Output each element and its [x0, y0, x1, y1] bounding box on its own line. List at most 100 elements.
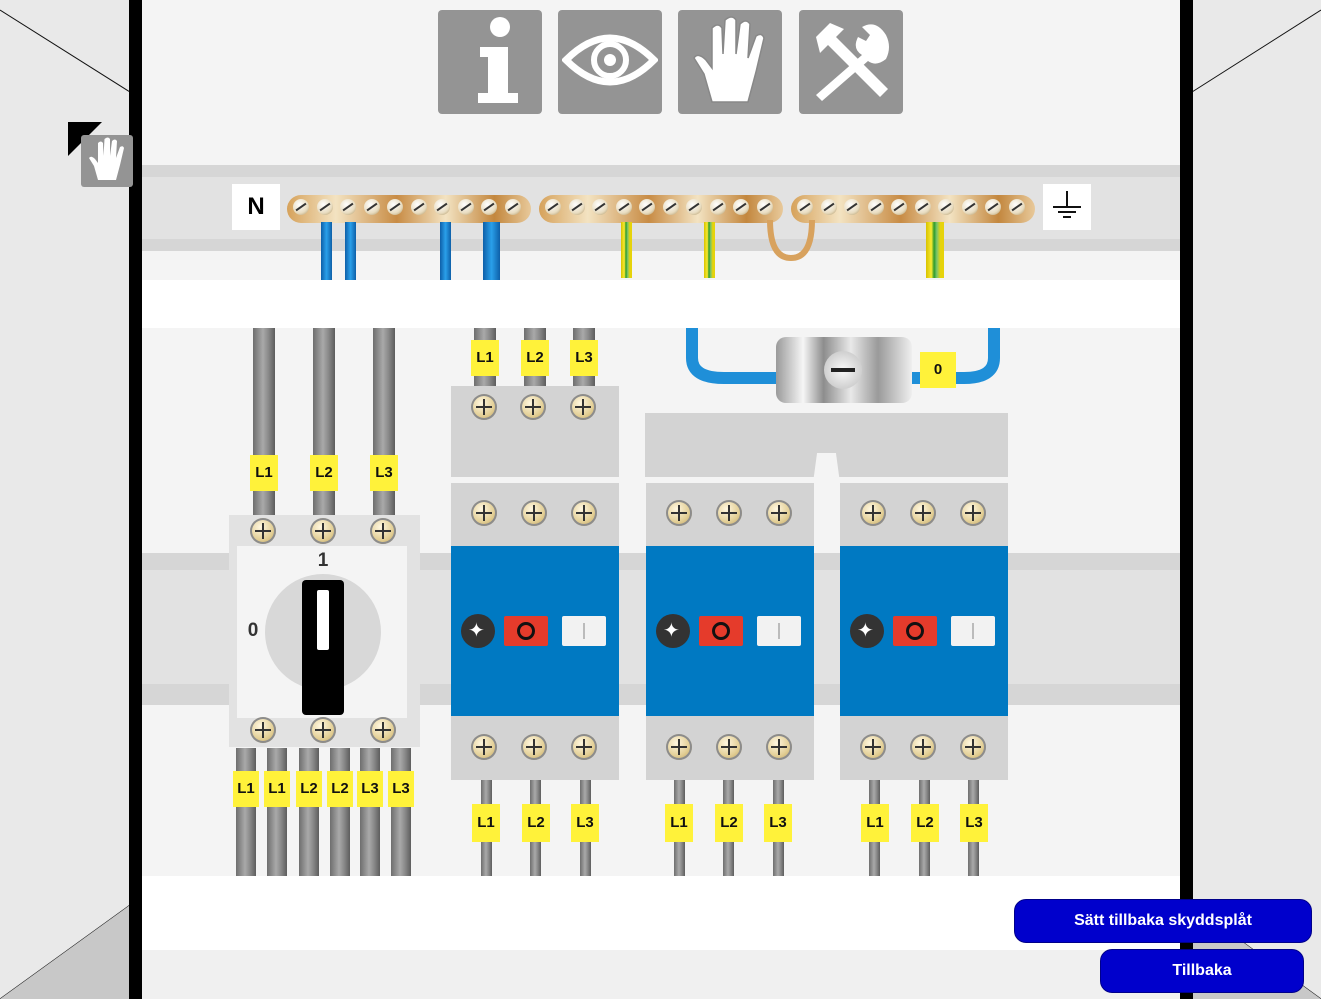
wire-label: L3: [357, 771, 383, 807]
terminal-screw[interactable]: [520, 394, 546, 420]
ground-wire[interactable]: [926, 222, 944, 278]
busbar-screw[interactable]: [615, 199, 632, 215]
terminal-screw[interactable]: [310, 717, 336, 743]
terminal-screw[interactable]: [666, 500, 692, 526]
breaker-adjust-knob[interactable]: [461, 614, 495, 648]
ground-wire[interactable]: [704, 222, 715, 278]
terminal-screw[interactable]: [471, 734, 497, 760]
outgoing-wire[interactable]: [360, 748, 380, 876]
busbar-screw[interactable]: [844, 199, 860, 215]
neutral-wire[interactable]: [440, 222, 451, 280]
breaker-on-button[interactable]: [951, 616, 995, 646]
terminal-screw[interactable]: [860, 734, 886, 760]
terminal-screw[interactable]: [571, 734, 597, 760]
switch-off-label: 0: [247, 620, 259, 641]
breaker-on-button[interactable]: [757, 616, 801, 646]
terminal-screw[interactable]: [370, 518, 396, 544]
terminal-screw[interactable]: [370, 717, 396, 743]
busbar-screw[interactable]: [662, 199, 679, 215]
info-button[interactable]: [438, 10, 542, 114]
terminal-screw[interactable]: [571, 500, 597, 526]
busbar-screw[interactable]: [639, 199, 655, 215]
outgoing-wire[interactable]: [391, 748, 411, 876]
busbar-screw[interactable]: [961, 199, 978, 215]
terminal-screw[interactable]: [910, 734, 936, 760]
wire-label: L1: [250, 455, 278, 491]
busbar-screw[interactable]: [709, 199, 726, 215]
outgoing-wire[interactable]: [236, 748, 256, 876]
busbar-screw[interactable]: [504, 199, 521, 215]
terminal-screw[interactable]: [471, 500, 497, 526]
busbar-screw[interactable]: [340, 199, 356, 215]
busbar-screw[interactable]: [891, 199, 907, 215]
breaker-on-button[interactable]: [562, 616, 606, 646]
busbar-screw[interactable]: [410, 199, 427, 215]
busbar-screw[interactable]: [481, 199, 497, 215]
hand-button[interactable]: [678, 10, 782, 114]
neutral-wire[interactable]: [345, 222, 356, 280]
ground-terminal-label: [1043, 184, 1091, 230]
breaker-adjust-knob[interactable]: [850, 614, 884, 648]
busbar-screw[interactable]: [756, 199, 773, 215]
busbar-screw[interactable]: [867, 199, 884, 215]
outgoing-wire[interactable]: [330, 748, 350, 876]
neutral-wire[interactable]: [321, 222, 332, 280]
terminal-screw[interactable]: [471, 394, 497, 420]
neutral-wire[interactable]: [483, 222, 500, 280]
terminal-screw[interactable]: [521, 500, 547, 526]
busbar-screw[interactable]: [387, 199, 403, 215]
terminal-screw[interactable]: [570, 394, 596, 420]
busbar-screw[interactable]: [938, 199, 954, 215]
busbar-screw[interactable]: [316, 199, 333, 215]
wire-label: L1: [471, 340, 499, 376]
terminal-screw[interactable]: [716, 500, 742, 526]
terminal-screw[interactable]: [766, 500, 792, 526]
wire-label: L1: [233, 771, 259, 807]
breaker-off-button[interactable]: [504, 616, 548, 646]
terminal-screw[interactable]: [766, 734, 792, 760]
back-button[interactable]: Tillbaka: [1100, 949, 1304, 993]
neutral-terminal-label: N: [232, 184, 280, 230]
busbar-screw[interactable]: [1008, 199, 1025, 215]
terminal-screw[interactable]: [521, 734, 547, 760]
ground-wire[interactable]: [621, 222, 632, 278]
tools-button[interactable]: [799, 10, 903, 114]
busbar-screw[interactable]: [434, 199, 450, 215]
active-tool-indicator[interactable]: [81, 135, 133, 187]
busbar-screw[interactable]: [293, 199, 309, 215]
wire-label: L2: [310, 455, 338, 491]
wire-label: L1: [472, 804, 500, 842]
terminal-screw[interactable]: [860, 500, 886, 526]
terminal-screw[interactable]: [666, 734, 692, 760]
busbar-screw[interactable]: [686, 199, 702, 215]
busbar-screw[interactable]: [733, 199, 749, 215]
terminal-screw[interactable]: [716, 734, 742, 760]
busbar-screw[interactable]: [457, 199, 474, 215]
neutral-link-terminal[interactable]: [776, 337, 912, 403]
breaker-off-button[interactable]: [893, 616, 937, 646]
main-switch-handle[interactable]: [302, 580, 344, 715]
busbar-screw[interactable]: [820, 199, 837, 215]
outgoing-wire[interactable]: [267, 748, 287, 876]
busbar-screw[interactable]: [797, 199, 813, 215]
busbar-screw[interactable]: [363, 199, 380, 215]
busbar-screw[interactable]: [592, 199, 608, 215]
outgoing-wire[interactable]: [299, 748, 319, 876]
terminal-screw[interactable]: [960, 500, 986, 526]
breaker-off-button[interactable]: [699, 616, 743, 646]
wire-label: L2: [327, 771, 353, 807]
replace-cover-button[interactable]: Sätt tillbaka skyddsplåt: [1014, 899, 1312, 943]
terminal-screw[interactable]: [250, 717, 276, 743]
terminal-screw[interactable]: [910, 500, 936, 526]
terminal-screw[interactable]: [960, 734, 986, 760]
terminal-screw[interactable]: [250, 518, 276, 544]
busbar-screw[interactable]: [985, 199, 1001, 215]
busbar-bridge: [767, 219, 815, 262]
inspect-button[interactable]: [558, 10, 662, 114]
terminal-screw[interactable]: [310, 518, 336, 544]
breaker-adjust-knob[interactable]: [656, 614, 690, 648]
busbar-screw[interactable]: [545, 199, 561, 215]
wire-label: L2: [296, 771, 322, 807]
busbar-screw[interactable]: [914, 199, 931, 215]
busbar-screw[interactable]: [568, 199, 585, 215]
